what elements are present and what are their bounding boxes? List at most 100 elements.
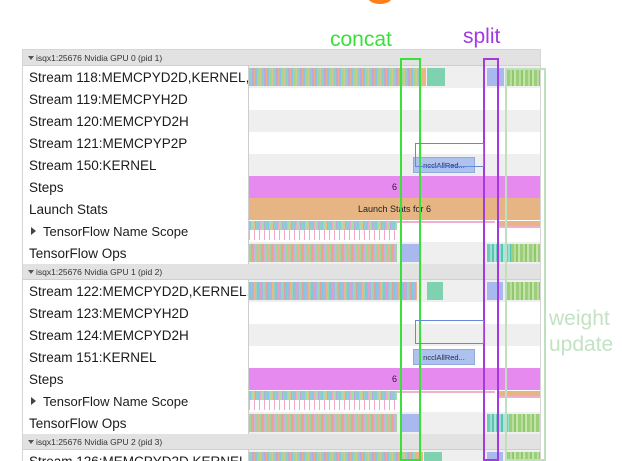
track-lane[interactable] (249, 390, 540, 412)
expand-triangle-icon[interactable] (31, 227, 36, 235)
track-lane[interactable] (249, 280, 540, 302)
track-row-tensorflow-ops[interactable]: TensorFlow Ops (23, 242, 540, 264)
trace-block[interactable] (401, 414, 419, 432)
track-row-steps[interactable]: Steps 6 (23, 176, 540, 198)
chevron-down-icon[interactable] (28, 439, 34, 444)
trace-block[interactable] (487, 452, 503, 461)
trace-blocks[interactable] (249, 452, 415, 461)
group-header-label: isqx1:25676 Nvidia GPU 0 (pid 1) (36, 52, 163, 63)
trace-block[interactable] (427, 68, 445, 86)
track-row-stream122[interactable]: Stream 122:MEMCPYD2D,KERNEL,MI (23, 280, 540, 302)
annotation-label-weight-update-line2: update (549, 333, 614, 356)
trace-blocks[interactable] (511, 244, 540, 262)
step-bar[interactable]: 6 (249, 368, 540, 390)
trace-blocks[interactable] (507, 68, 540, 86)
launch-stats-bar[interactable]: Launch Stats for 6 (249, 198, 540, 220)
track-row-name-scope[interactable]: TensorFlow Name Scope (23, 220, 540, 242)
track-row-stream150[interactable]: Stream 150:KERNEL ncclAllRed... (23, 154, 540, 176)
track-label: Stream 120:MEMCPYD2H (23, 110, 249, 132)
track-row-tensorflow-ops-gpu1[interactable]: TensorFlow Ops (23, 412, 540, 434)
trace-blocks[interactable] (487, 244, 511, 262)
trace-panel[interactable]: isqx1:25676 Nvidia GPU 0 (pid 1) Stream … (22, 49, 541, 461)
nccl-allreduce-block[interactable]: ncclAllRed... (413, 349, 475, 365)
track-lane[interactable] (249, 324, 540, 346)
trace-blocks[interactable] (249, 282, 417, 300)
track-lane[interactable] (249, 412, 540, 434)
trace-block[interactable] (397, 221, 495, 223)
track-row-steps-gpu1[interactable]: Steps 6 (23, 368, 540, 390)
track-row-stream119[interactable]: Stream 119:MEMCPYH2D (23, 88, 540, 110)
launch-stats-label: Launch Stats for 6 (357, 204, 432, 214)
track-label: Stream 121:MEMCPYP2P (23, 132, 249, 154)
trace-block[interactable] (419, 68, 426, 86)
track-label: Stream 126:MEMCPYD2D,KERNEL,MI (23, 450, 249, 461)
trace-blocks[interactable] (249, 391, 397, 400)
trace-blocks[interactable] (249, 400, 397, 410)
track-label: Stream 122:MEMCPYD2D,KERNEL,MI (23, 280, 249, 302)
track-label: Steps (23, 176, 249, 198)
track-lane[interactable] (249, 110, 540, 132)
track-lane[interactable] (249, 132, 540, 154)
trace-block[interactable] (401, 244, 419, 262)
track-lane[interactable] (249, 450, 540, 461)
annotation-label-weight-update-line1: weight (549, 307, 610, 330)
track-lane[interactable] (249, 242, 540, 264)
track-row-name-scope-gpu1[interactable]: TensorFlow Name Scope (23, 390, 540, 412)
track-label-text: TensorFlow Name Scope (43, 223, 189, 239)
track-label: Stream 119:MEMCPYH2D (23, 88, 249, 110)
group-header-gpu0[interactable]: isqx1:25676 Nvidia GPU 0 (pid 1) (23, 50, 540, 66)
trace-block[interactable] (427, 282, 443, 300)
track-lane[interactable] (249, 88, 540, 110)
track-row-stream151[interactable]: Stream 151:KERNEL ncclAllRed... (23, 346, 540, 368)
track-row-stream120[interactable]: Stream 120:MEMCPYD2H (23, 110, 540, 132)
track-row-stream126[interactable]: Stream 126:MEMCPYD2D,KERNEL,MI (23, 450, 540, 461)
track-label: Stream 151:KERNEL (23, 346, 249, 368)
trace-block[interactable] (397, 391, 495, 393)
trace-blocks[interactable] (249, 221, 397, 230)
step-bar[interactable]: 6 (249, 176, 540, 198)
track-label: TensorFlow Name Scope (23, 220, 249, 242)
track-lane[interactable]: 6 (249, 368, 540, 390)
track-row-launch-stats[interactable]: Launch Stats Launch Stats for 6 (23, 198, 540, 220)
trace-blocks[interactable] (507, 282, 540, 300)
nccl-allreduce-block[interactable]: ncclAllRed... (413, 157, 475, 173)
track-lane[interactable]: ncclAllRed... (249, 346, 540, 368)
trace-blocks[interactable] (249, 230, 397, 240)
group-header-gpu2[interactable]: isqx1:25676 Nvidia GPU 2 (pid 3) (23, 434, 540, 450)
track-row-stream121[interactable]: Stream 121:MEMCPYP2P (23, 132, 540, 154)
expand-triangle-icon[interactable] (31, 397, 36, 405)
trace-blocks[interactable] (507, 452, 540, 461)
track-row-stream118[interactable]: Stream 118:MEMCPYD2D,KERNEL,ME (23, 66, 540, 88)
track-label: Stream 124:MEMCPYD2H (23, 324, 249, 346)
track-label: TensorFlow Name Scope (23, 390, 249, 412)
trace-blocks[interactable] (487, 414, 509, 432)
trace-blocks[interactable] (249, 244, 397, 262)
track-lane[interactable]: 6 (249, 176, 540, 198)
chevron-down-icon[interactable] (28, 269, 34, 274)
track-lane[interactable] (249, 66, 540, 88)
track-row-stream123[interactable]: Stream 123:MEMCPYH2D (23, 302, 540, 324)
track-lane[interactable] (249, 302, 540, 324)
trace-blocks[interactable] (249, 414, 397, 432)
trace-block[interactable] (497, 396, 540, 398)
group-header-label: isqx1:25676 Nvidia GPU 2 (pid 3) (36, 436, 163, 447)
track-label: Steps (23, 368, 249, 390)
trace-block[interactable] (415, 452, 423, 461)
track-lane[interactable]: Launch Stats for 6 (249, 198, 540, 220)
trace-blocks[interactable] (509, 414, 540, 432)
track-lane[interactable] (249, 220, 540, 242)
trace-block[interactable] (497, 226, 540, 228)
trace-block[interactable] (487, 68, 504, 86)
step-number: 6 (391, 374, 398, 384)
chevron-down-icon[interactable] (28, 55, 34, 60)
track-lane[interactable]: ncclAllRed... (249, 154, 540, 176)
trace-block[interactable] (497, 391, 540, 396)
annotation-label-concat: concat (330, 28, 392, 51)
track-row-stream124[interactable]: Stream 124:MEMCPYD2H (23, 324, 540, 346)
trace-block[interactable] (497, 221, 540, 226)
trace-block[interactable] (424, 452, 442, 461)
group-header-label: isqx1:25676 Nvidia GPU 1 (pid 2) (36, 266, 163, 277)
group-header-gpu1[interactable]: isqx1:25676 Nvidia GPU 1 (pid 2) (23, 264, 540, 280)
trace-blocks[interactable] (249, 68, 419, 86)
trace-block[interactable] (487, 282, 503, 300)
